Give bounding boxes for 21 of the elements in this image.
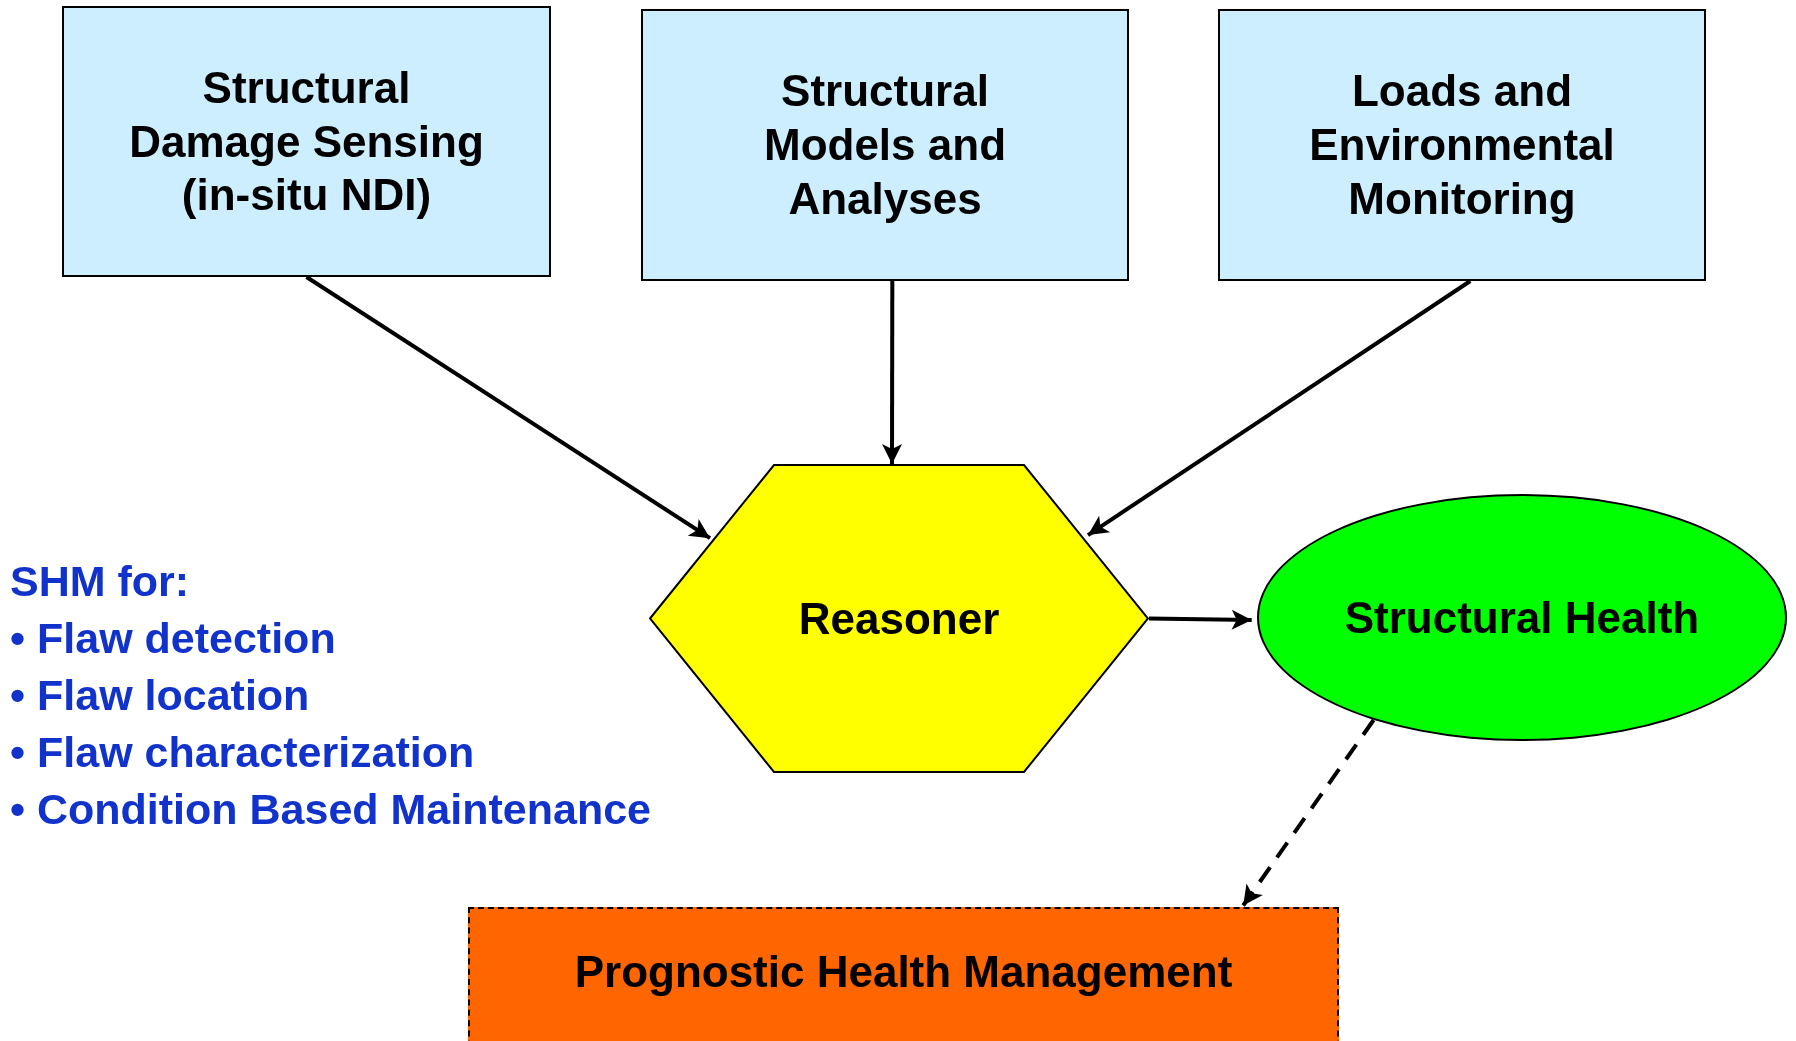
management-box bbox=[468, 907, 1339, 1041]
bullet-item: • Condition Based Maintenance bbox=[10, 784, 651, 835]
bullet-item: • Flaw characterization bbox=[10, 727, 476, 778]
node-label: Structural Damage Sensing (in-situ NDI) bbox=[128, 62, 485, 222]
bullet-item: • Flaw detection bbox=[10, 613, 337, 664]
arrow bbox=[305, 275, 712, 540]
bullet-item: • Flaw location bbox=[10, 670, 311, 721]
process-box bbox=[1218, 9, 1706, 281]
reasoner-hexagon bbox=[649, 464, 1149, 773]
node-label: Structural Health bbox=[1344, 591, 1700, 644]
process-box bbox=[62, 6, 551, 277]
arrow bbox=[882, 281, 903, 464]
process-box bbox=[641, 9, 1129, 281]
node-label: Loads and Environmental Monitoring bbox=[1308, 65, 1616, 225]
list-heading: SHM for: bbox=[10, 556, 190, 607]
node-label: Reasoner bbox=[798, 592, 1000, 645]
node-label: Structural Models and Analyses bbox=[763, 65, 1007, 225]
arrow bbox=[1241, 718, 1376, 907]
node-label: Prognostic Health Management bbox=[574, 946, 1233, 998]
arrow bbox=[1148, 609, 1252, 630]
arrow bbox=[1086, 279, 1472, 537]
